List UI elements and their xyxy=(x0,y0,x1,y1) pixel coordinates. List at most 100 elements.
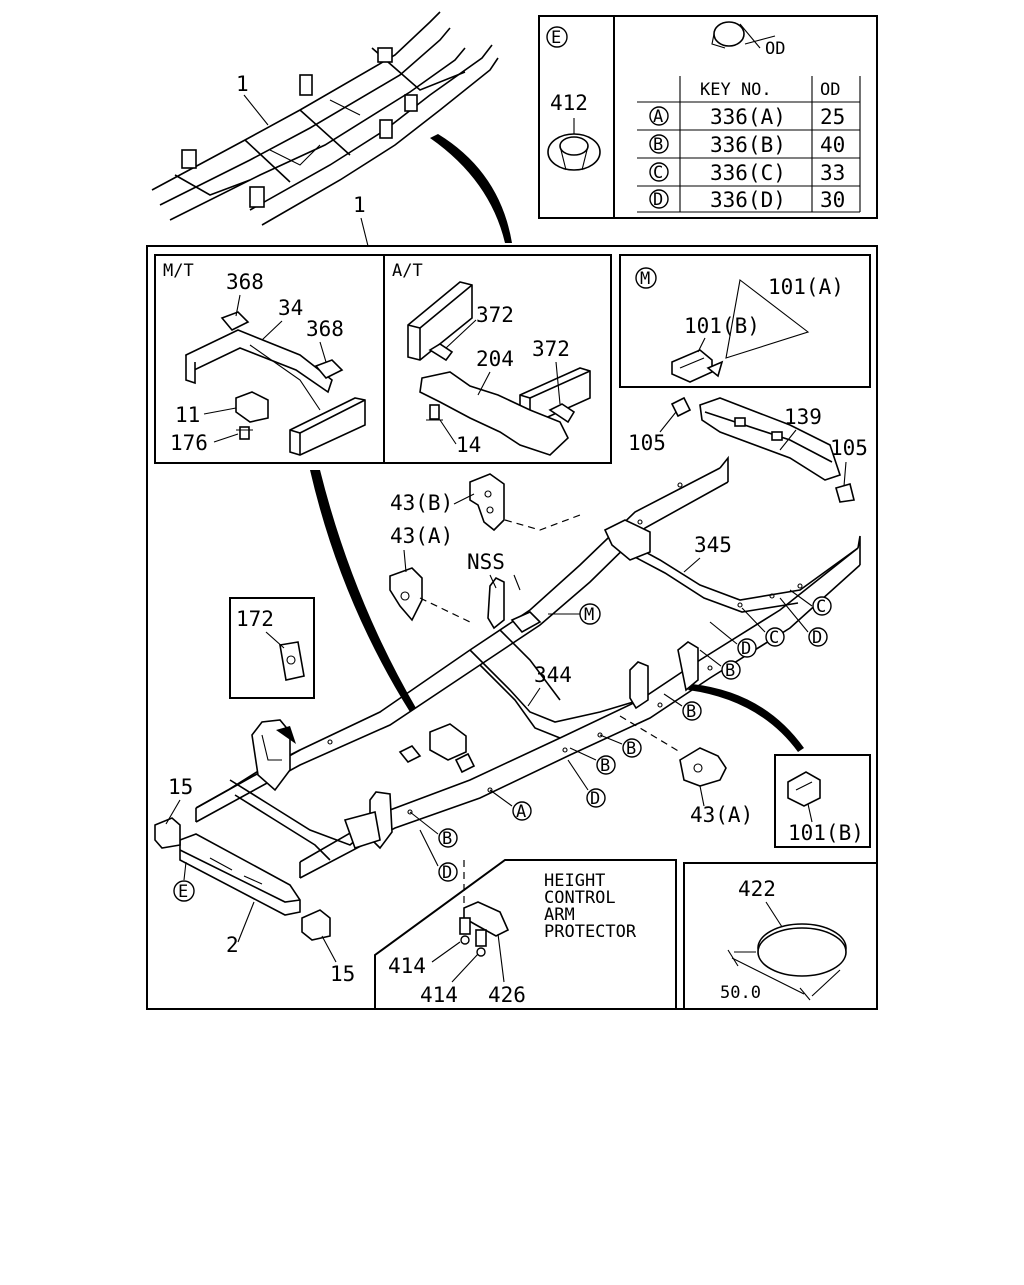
height-control-title: PROTECTOR xyxy=(544,922,637,942)
mt-label: 368 xyxy=(306,317,344,341)
marker-c: C xyxy=(812,596,832,617)
legend-col-od: OD xyxy=(820,80,840,100)
legend-row-key: 336(B) xyxy=(710,133,786,157)
frame-overview-label: 1 xyxy=(236,72,249,96)
crossmember-344-label: 344 xyxy=(534,663,572,687)
pad-172-inset xyxy=(229,597,315,699)
mt-label: 176 xyxy=(170,431,208,455)
crossmember-label: 139 xyxy=(784,405,822,429)
legend-row-od: 30 xyxy=(820,188,845,212)
legend-row-mark: A xyxy=(653,107,663,127)
bracket-101b-inset xyxy=(774,754,871,848)
legend-e-panel: E OD 412 KEY NO. OD A 336(A) 25 B 336(B) xyxy=(538,15,878,219)
front-e-marker: E xyxy=(178,882,188,902)
front-label: 15 xyxy=(330,962,355,986)
svg-text:B: B xyxy=(442,829,452,849)
legend-row-mark: B xyxy=(653,135,663,155)
bracket-43b-drawing xyxy=(469,473,505,532)
at-label: 372 xyxy=(532,337,570,361)
at-label: 14 xyxy=(456,433,481,457)
m-panel xyxy=(619,254,871,388)
legend-e-part-number: 412 xyxy=(550,91,588,115)
svg-text:B: B xyxy=(686,702,696,722)
svg-text:B: B xyxy=(725,661,735,681)
height-control-label: 414 xyxy=(388,954,426,978)
marker-b: B xyxy=(622,738,642,759)
height-control-title: HEIGHT xyxy=(544,871,605,891)
at-panel-title: A/T xyxy=(392,261,423,281)
crossmember-label: 105 xyxy=(628,431,666,455)
height-control-label: 426 xyxy=(488,983,526,1007)
marker-b: B xyxy=(438,828,458,849)
m-marker: M xyxy=(584,605,594,625)
legend-row-key: 336(D) xyxy=(710,188,786,212)
mt-label: 34 xyxy=(278,296,303,320)
plug-422-drawing xyxy=(757,923,847,977)
legend-row-key: 336(A) xyxy=(710,105,786,129)
svg-text:D: D xyxy=(590,789,600,809)
legend-col-key: KEY NO. xyxy=(700,80,772,100)
svg-text:D: D xyxy=(741,639,751,659)
bracket-43a-drawing xyxy=(389,567,423,622)
crossmember-label: 105 xyxy=(830,436,868,460)
marker-b: B xyxy=(682,701,702,722)
marker-d: D xyxy=(438,862,458,883)
front-bumper-drawing xyxy=(154,817,331,941)
svg-text:D: D xyxy=(812,628,822,648)
legend-row-mark: D xyxy=(653,190,663,210)
svg-text:D: D xyxy=(442,863,452,883)
height-control-protector-drawing xyxy=(459,901,510,957)
legend-e-od-label: OD xyxy=(765,39,785,59)
legend-row-od: 33 xyxy=(820,161,845,185)
nss-label: NSS xyxy=(467,550,505,574)
bracket-label: 43(A) xyxy=(690,803,753,827)
bracket-101b-drawing xyxy=(671,349,724,383)
legend-row-od: 40 xyxy=(820,133,845,157)
frame-overview-drawing xyxy=(151,11,499,226)
marker-a: A xyxy=(512,801,532,822)
bracket-label: 43(A) xyxy=(390,524,453,548)
crossbar-label: 345 xyxy=(694,533,732,557)
marker-d: D xyxy=(586,788,606,809)
mt-label: 368 xyxy=(226,270,264,294)
at-label: 204 xyxy=(476,347,514,371)
legend-e-tag: E xyxy=(551,28,561,48)
pad-172-label: 172 xyxy=(236,607,274,631)
m-panel-label: 101(B) xyxy=(684,314,760,338)
svg-text:B: B xyxy=(600,756,610,776)
main-chassis-frame xyxy=(195,455,861,879)
plug-422-panel xyxy=(683,862,878,1010)
bracket-label: 43(B) xyxy=(390,491,453,515)
svg-text:C: C xyxy=(769,628,779,648)
plug-dimension: 50.0 xyxy=(720,983,761,1003)
m-panel-tag: M xyxy=(640,269,650,289)
frame-main-label: 1 xyxy=(353,193,366,217)
bracket-43a-right-drawing xyxy=(679,747,727,787)
mt-panel-title: M/T xyxy=(163,261,194,281)
inset-101b-label: 101(B) xyxy=(788,821,864,845)
grommet-icon xyxy=(547,133,601,171)
plug-label: 422 xyxy=(738,877,776,901)
height-control-title: ARM xyxy=(544,905,575,925)
m-panel-label: 101(A) xyxy=(768,275,844,299)
marker-b: B xyxy=(721,660,741,681)
svg-text:C: C xyxy=(816,597,826,617)
marker-c: C xyxy=(765,627,785,648)
at-label: 372 xyxy=(476,303,514,327)
marker-b: B xyxy=(596,755,616,776)
svg-text:A: A xyxy=(516,802,526,822)
height-control-label: 414 xyxy=(420,983,458,1007)
legend-row-mark: C xyxy=(653,163,663,183)
front-label: 2 xyxy=(226,933,239,957)
legend-row-od: 25 xyxy=(820,105,845,129)
marker-d: D xyxy=(808,627,828,648)
mt-label: 11 xyxy=(175,403,200,427)
legend-row-key: 336(C) xyxy=(710,161,786,185)
mt-crossmember-drawing xyxy=(185,311,366,456)
svg-text:B: B xyxy=(626,739,636,759)
front-label: 15 xyxy=(168,775,193,799)
at-crossmember-drawing xyxy=(407,281,591,456)
marker-d: D xyxy=(737,638,757,659)
height-control-title: CONTROL xyxy=(544,888,616,908)
